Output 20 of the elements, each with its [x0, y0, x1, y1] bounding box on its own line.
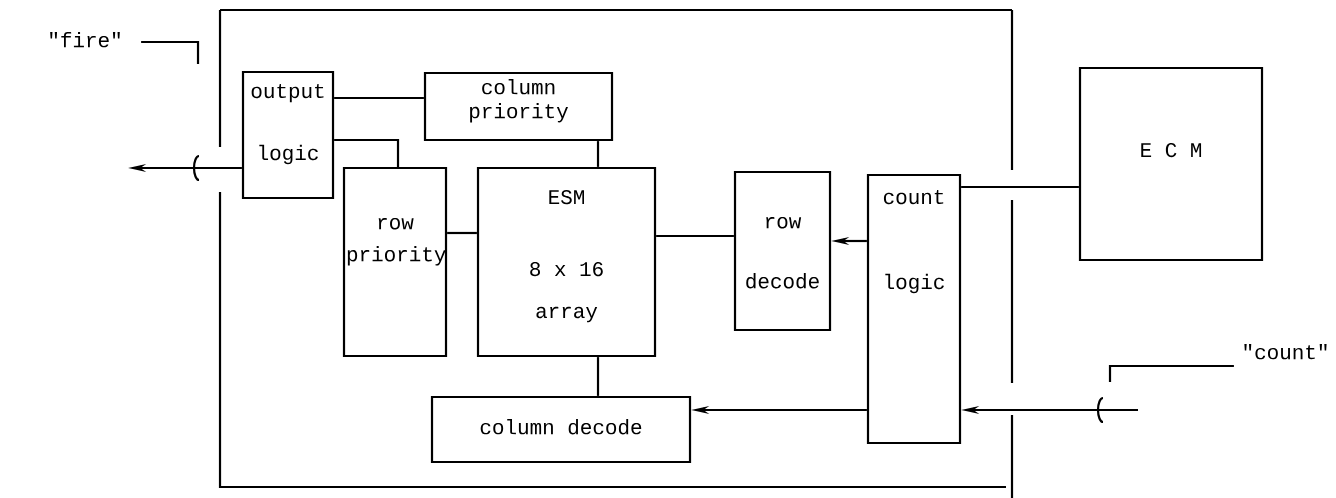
chip-outline: [218, 8, 1014, 498]
connector-line: [596, 141, 600, 167]
logic-block: ESM 8 x 16 array: [476, 166, 657, 358]
logic-block: row decode: [733, 170, 832, 332]
connector-line: [656, 234, 734, 238]
connector-line: [334, 138, 400, 167]
logic-block: count logic: [866, 173, 962, 445]
connector-line: [596, 357, 600, 396]
connector-line: [961, 185, 1079, 189]
connector-line: [334, 96, 424, 100]
connector-line: [447, 231, 477, 235]
signal-label: "fire": [50, 32, 120, 48]
logic-block: column priority: [423, 71, 614, 142]
logic-block: column decode: [430, 395, 692, 464]
logic-block: row priority: [342, 166, 448, 358]
leader-line: [141, 40, 200, 64]
leader-line: [1108, 364, 1234, 382]
signal-label: "count": [1244, 344, 1327, 360]
logic-block: output logic: [241, 70, 335, 200]
module-box: E C M: [1078, 66, 1264, 262]
